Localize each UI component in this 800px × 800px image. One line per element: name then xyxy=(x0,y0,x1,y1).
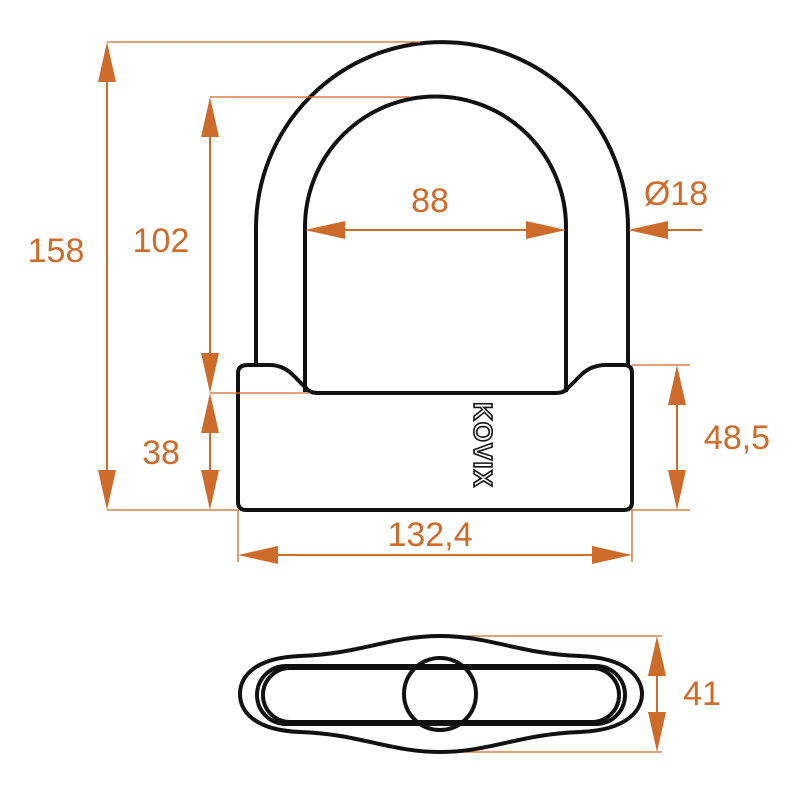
svg-text:132,4: 132,4 xyxy=(387,516,472,554)
lock-body xyxy=(236,363,634,512)
dimension-body-depth: 41 xyxy=(648,636,721,752)
svg-text:88: 88 xyxy=(411,182,449,220)
svg-text:102: 102 xyxy=(133,222,190,260)
svg-text:48,5: 48,5 xyxy=(704,419,770,457)
dimension-body-width: 132,4 xyxy=(238,516,632,564)
dimension-shackle-height: 102 xyxy=(133,97,219,393)
svg-text:158: 158 xyxy=(28,232,85,270)
dimension-shackle-diameter: Ø18 xyxy=(628,175,708,239)
svg-text:Ø18: Ø18 xyxy=(644,175,708,213)
dimension-total-height: 158 xyxy=(28,42,116,510)
extension-lines xyxy=(107,41,690,753)
svg-text:41: 41 xyxy=(683,675,721,713)
dimension-body-height: 48,5 xyxy=(668,365,770,510)
dimension-body-lower-height: 38 xyxy=(142,393,219,510)
dimension-shackle-width: 88 xyxy=(305,182,566,239)
bottom-view xyxy=(238,634,644,754)
brand-logo: KOVIX xyxy=(468,402,498,488)
svg-text:38: 38 xyxy=(142,434,180,472)
shackle xyxy=(254,40,630,392)
